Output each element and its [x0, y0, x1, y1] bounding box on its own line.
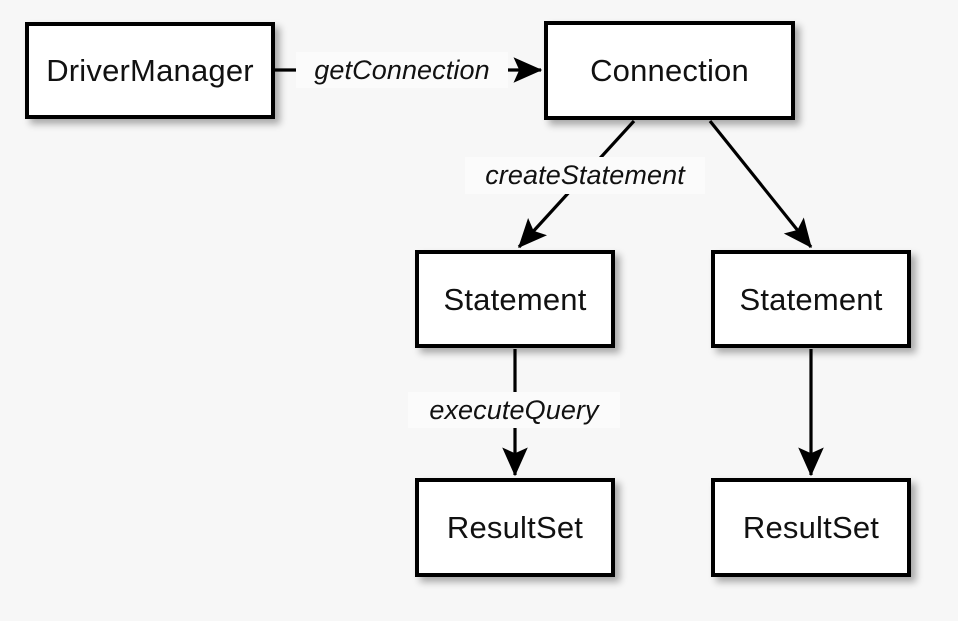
node-driver-manager[interactable]: DriverManager	[25, 22, 275, 119]
node-resultset-right[interactable]: ResultSet	[711, 478, 911, 577]
node-resultset-left[interactable]: ResultSet	[415, 478, 615, 577]
node-connection[interactable]: Connection	[544, 21, 795, 120]
edge-create-statement-2-line	[708, 119, 813, 249]
edge-label-get-connection: getConnection	[296, 52, 508, 88]
node-label-resultset-left: ResultSet	[446, 510, 584, 545]
edge-label-create-statement: createStatement	[465, 157, 705, 194]
node-statement-right[interactable]: Statement	[711, 250, 911, 348]
node-label-statement-left: Statement	[443, 281, 587, 317]
edge-label-text-execute-query: executeQuery	[429, 394, 599, 425]
node-label-driver-manager: DriverManager	[46, 53, 254, 88]
edge-label-text-create-statement: createStatement	[485, 160, 685, 190]
node-label-resultset-right: ResultSet	[742, 510, 880, 545]
edge-label-execute-query: executeQuery	[408, 392, 620, 428]
node-label-connection: Connection	[590, 53, 749, 88]
node-statement-left[interactable]: Statement	[415, 250, 615, 348]
edge-label-text-get-connection: getConnection	[314, 54, 490, 85]
node-label-statement-right: Statement	[739, 281, 883, 317]
